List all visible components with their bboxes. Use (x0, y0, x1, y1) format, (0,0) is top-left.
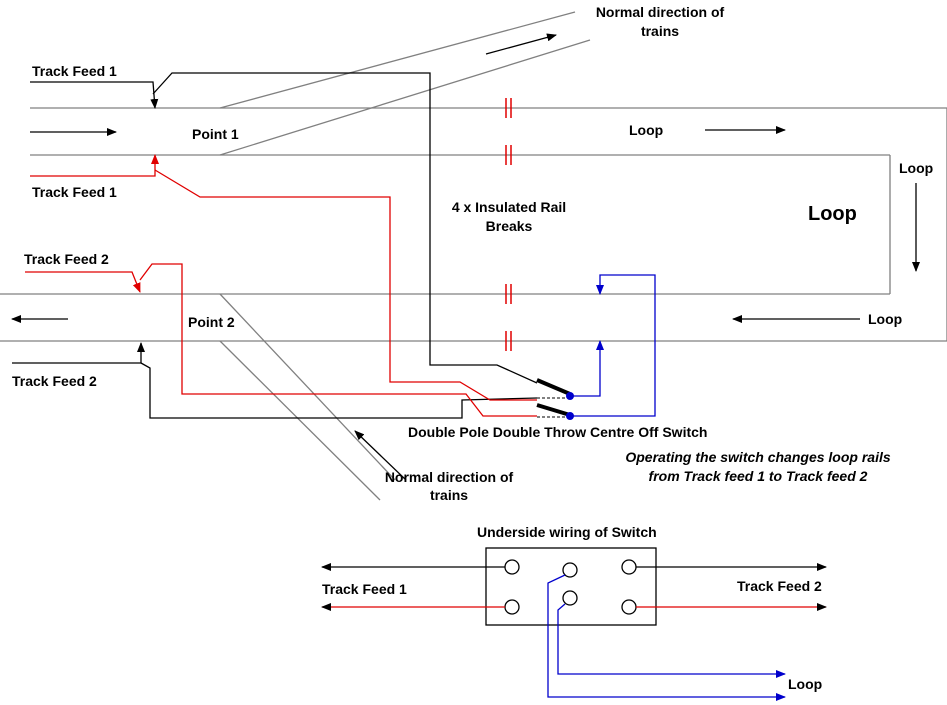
point1-diverge-rail-a (219, 11, 576, 109)
label-underside-loop: Loop (788, 676, 822, 692)
terminal-feed1-black (504, 559, 520, 575)
label-track-feed-1-top: Track Feed 1 (32, 63, 117, 79)
point2-diverge-rail-b (219, 340, 381, 501)
underside-wiring (321, 547, 827, 701)
direction-arrows (11, 33, 920, 481)
label-track-feed-1-red: Track Feed 1 (32, 184, 117, 200)
point1-diverge-rail-b (219, 39, 591, 156)
track-feed-1-top-wire (152, 72, 538, 384)
label-underside-feed1: Track Feed 1 (322, 581, 407, 597)
loop-wires-blue (570, 274, 656, 417)
label-loop-big: Loop (808, 203, 857, 225)
track-feed-2-red-route (139, 263, 537, 417)
switch-lever-bottom (536, 403, 571, 417)
label-underside-title: Underside wiring of Switch (477, 524, 657, 540)
feed-wires-black (12, 72, 538, 419)
feed-wires-red (25, 154, 537, 417)
label-underside-feed2: Track Feed 2 (737, 578, 822, 594)
terminal-loop-bottom (562, 590, 578, 606)
track-feed-1-red-route (154, 169, 537, 401)
track-feed-1-red-wire (30, 154, 159, 177)
label-normal-dir-bottom-2: trains (430, 487, 468, 503)
insulated-rail-breaks (505, 98, 512, 351)
arrow-normal-dir-bottom (354, 430, 407, 481)
terminal-feed2-red (621, 599, 637, 615)
arrow-normal-dir-top (485, 33, 557, 55)
track-rails (0, 11, 947, 501)
label-loop-right: Loop (899, 160, 933, 176)
dpdt-switch (536, 378, 574, 420)
label-loop-bottom-track: Loop (868, 311, 902, 327)
track-feed-2-black-route (140, 362, 538, 419)
loop-wire-inner (570, 340, 604, 397)
terminal-loop-top (562, 562, 578, 578)
loop-wire-outer (570, 274, 656, 417)
label-normal-dir-top-2: trains (641, 23, 679, 39)
label-track-feed-2-black: Track Feed 2 (12, 373, 97, 389)
terminal-feed1-red (504, 599, 520, 615)
underside-loop-wire-b (557, 603, 786, 678)
track-feed-2-red-wire (25, 271, 141, 293)
track-feed-2-black-wire (12, 342, 145, 364)
point2-diverge-rail-a (219, 293, 396, 481)
label-track-feed-2-red: Track Feed 2 (24, 251, 109, 267)
label-normal-dir-bottom-1: Normal direction of (385, 469, 514, 485)
label-insulated-1: 4 x Insulated Rail (452, 199, 566, 215)
label-point-1: Point 1 (192, 126, 239, 142)
switch-lever-top (536, 378, 571, 396)
track-feed-1-top-arrow (30, 81, 159, 109)
underside-loop-wire-a (547, 574, 786, 701)
terminal-feed2-black (621, 559, 637, 575)
label-insulated-2: Breaks (486, 218, 533, 234)
label-note-2: from Track feed 1 to Track feed 2 (649, 468, 868, 484)
label-note-1: Operating the switch changes loop rails (625, 449, 890, 465)
label-point-2: Point 2 (188, 314, 235, 330)
label-switch-title: Double Pole Double Throw Centre Off Swit… (408, 424, 707, 440)
label-normal-dir-top-1: Normal direction of (596, 4, 725, 20)
label-loop-top: Loop (629, 122, 663, 138)
